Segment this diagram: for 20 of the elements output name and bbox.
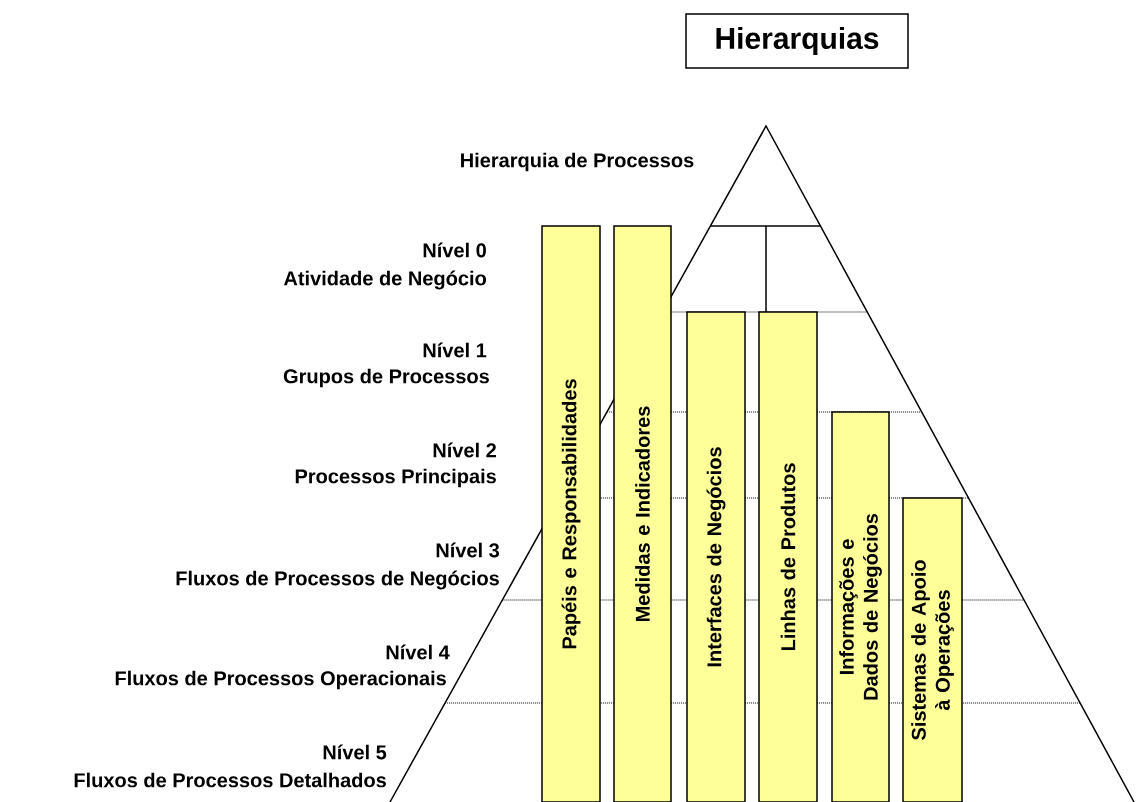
level-label: Nível 3 xyxy=(436,542,500,558)
level-label: Nível 4 xyxy=(386,644,450,660)
heading-label: Hierarquia de Processos xyxy=(461,152,694,172)
level-label: Fluxos de Processos Detalhados xyxy=(74,772,386,788)
vertical-bar: Linhas de Produtos xyxy=(758,311,818,802)
vertical-bar: Papéis e Responsabilidades xyxy=(541,225,601,802)
vertical-bar: Medidas e Indicadores xyxy=(613,225,672,802)
level-label: Nível 5 xyxy=(323,744,387,760)
level-label: Nível 0 xyxy=(423,242,486,258)
level-label: Nível 1 xyxy=(423,342,487,358)
level-label: Nível 2 xyxy=(433,442,496,458)
level-label: Fluxos de Processos de Negócios xyxy=(176,570,499,590)
level-label: Processos Principais xyxy=(295,468,496,488)
title-box: Hierarquias xyxy=(685,13,909,69)
vertical-bar: Informações e Dados de Negócios xyxy=(831,411,890,802)
vertical-bar: Sistemas de Apoio à Operações xyxy=(902,497,963,802)
level-label: Atividade de Negócio xyxy=(283,270,486,290)
level-label: Fluxos de Processos Operacionais xyxy=(115,670,446,690)
vertical-bar: Interfaces de Negócios xyxy=(686,311,746,802)
level-label: Grupos de Processos xyxy=(283,368,489,388)
